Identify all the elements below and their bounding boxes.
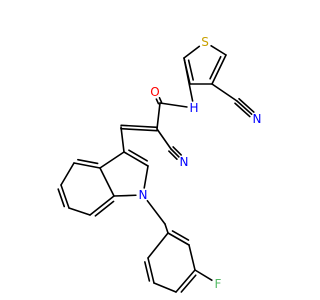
bond-b7-c7a-second (94, 200, 115, 217)
bond-ca-cnc2 (156, 128, 172, 150)
bond-p1-p2 (167, 232, 190, 246)
atom-label-nind: N (139, 188, 148, 202)
bond-b7-c7a (89, 195, 115, 216)
atom-label-layer: S N O H N N F (136, 35, 264, 291)
bond-c7a-c3a (99, 167, 115, 197)
bond-cnc1-cn1 (236, 100, 253, 116)
bond-layer (57, 44, 255, 293)
bond-c3a-c3 (99, 151, 125, 169)
bond-cam-o1 (158, 96, 163, 104)
bond-ca-cb-second (120, 127, 158, 132)
atom-bg-f1 (211, 277, 225, 291)
bond-cnc1-cn1-second (234, 102, 251, 118)
atom-bg-cn1 (250, 112, 264, 126)
bond-p6-p1 (147, 232, 169, 259)
bond-c3a-b4-second (77, 158, 99, 165)
bond-p5-p6-second (144, 261, 151, 282)
bond-p5-p6 (147, 257, 155, 284)
bond-cb-c3 (120, 126, 125, 153)
molecule-structure: S N O H N N F (57, 35, 264, 293)
bond-t3-cnc1 (211, 83, 238, 102)
atom-label-cn1: N (253, 112, 262, 126)
bond-c2-nind (143, 165, 149, 189)
bond-b5-b6-second (57, 188, 66, 208)
atom-bg-cn2 (177, 155, 191, 169)
atom-label-f1: F (215, 277, 222, 291)
bond-nind-ch2 (146, 199, 166, 225)
bond-nh-cam (159, 102, 188, 108)
bond-t2-t3-second (209, 55, 222, 80)
bond-p2-p3 (188, 244, 196, 271)
bond-p3-f1 (194, 269, 213, 282)
atom-bg-nind (136, 188, 150, 202)
atom-label-o1: O (150, 85, 159, 99)
bond-t5-s1 (183, 45, 201, 59)
bond-t4-t5-second (187, 59, 194, 81)
atom-bg-nh (187, 101, 201, 115)
bond-cnc1-cn1-third (238, 97, 255, 113)
bond-ca-cb (120, 124, 158, 129)
bond-c3-c2 (123, 151, 149, 167)
bond-s1-t2 (210, 44, 227, 56)
atom-label-nh: H (189, 101, 198, 115)
bond-b6-b7 (68, 207, 91, 216)
bond-cam-ca (156, 102, 161, 130)
bond-t2-t3 (211, 54, 227, 85)
bond-cnc2-cn2-second (168, 150, 178, 160)
bond-p4-p5 (153, 282, 177, 293)
bond-p3-p4 (175, 269, 196, 293)
atom-bg-o1 (148, 85, 162, 99)
bond-nind-c7a (113, 194, 137, 197)
bond-cam-o1-second (155, 98, 160, 105)
atom-label-s1: S (201, 35, 209, 49)
bond-b5-b6 (60, 184, 70, 209)
bond-c3-c2-second (128, 149, 148, 162)
bond-p1-p2-second (171, 230, 190, 241)
bond-t5-nh (183, 57, 194, 102)
bond-ch2-p1 (164, 223, 169, 234)
bond-cnc2-cn2 (170, 148, 180, 158)
bond-cnc2-cn2-third (172, 146, 182, 156)
atom-label-cn2: N (180, 155, 189, 169)
atom-bg-s1 (198, 35, 212, 49)
bond-c3a-b4 (73, 162, 101, 169)
bond-b4-b5 (60, 162, 75, 186)
bond-p3-p4-second (180, 274, 197, 293)
